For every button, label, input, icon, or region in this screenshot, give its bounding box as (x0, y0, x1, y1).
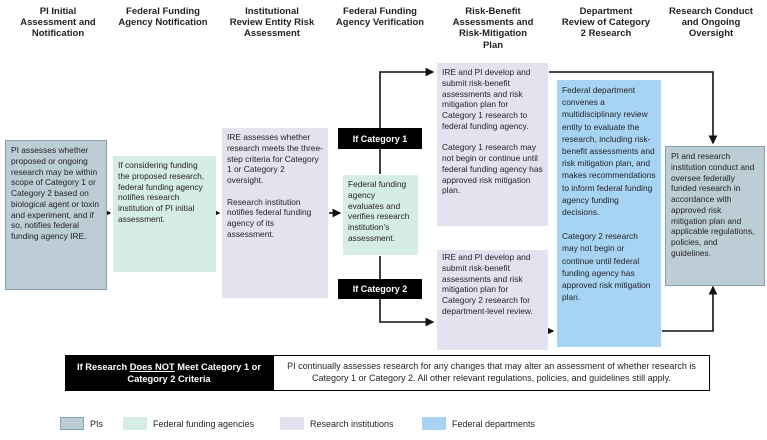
column-header-ffa-notification: Federal Funding Agency Notification (118, 6, 208, 29)
column-header-ffa-verification: Federal Funding Agency Verification (335, 6, 425, 29)
connector-department-to-oversight (662, 285, 718, 332)
column-header-conduct-oversight: Research Conduct and Ongoing Oversight (669, 6, 753, 40)
column-header-ire-risk: Institutional Review Entity Risk Assessm… (229, 6, 315, 40)
connector-cat1-to-oversight (549, 71, 718, 145)
legend-swatch-research-institutions (280, 417, 304, 430)
not-category-criteria-banner: If Research Does NOT Meet Category 1 or … (65, 355, 273, 391)
legend-label-federal-departments: Federal departments (452, 418, 536, 429)
box-category2-risk-benefit: IRE and PI develop and submit risk-benef… (437, 250, 548, 350)
box-ire-assessment: IRE assesses whether research meets the … (222, 128, 328, 298)
label-if-category-1: If Category 1 (338, 128, 422, 149)
label-if-category-2: If Category 2 (338, 279, 422, 299)
legend-item-federal-funding-agencies: Federal funding agencies (123, 416, 254, 431)
column-header-dept-review: Department Review of Category 2 Research (561, 6, 651, 40)
legend-item-research-institutions: Research institutions (280, 416, 394, 431)
connector-category2-path (379, 256, 435, 327)
box-department-review: Federal department convenes a multidisci… (557, 80, 661, 347)
box-ffa-notification: If considering funding the proposed rese… (113, 156, 216, 272)
continual-assessment-note: PI continually assesses research for any… (273, 355, 710, 391)
column-header-risk-benefit: Risk-Benefit Assessments and Risk-Mitiga… (452, 6, 534, 51)
banner-suffix: Meet Category 1 or Category 2 Criteria (127, 361, 261, 384)
legend-label-research-institutions: Research institutions (310, 418, 394, 429)
connector-category1-path (379, 67, 435, 174)
legend-item-federal-departments: Federal departments (422, 416, 535, 431)
box-ffa-verification: Federal funding agency evaluates and ver… (343, 175, 418, 255)
legend-label-pis: PIs (90, 418, 104, 429)
column-header-pi-initial: PI Initial Assessment and Notification (20, 6, 96, 40)
legend-swatch-federal-departments (422, 417, 446, 430)
banner-text: If Research Does NOT Meet Category 1 or … (75, 361, 263, 385)
box-category1-risk-benefit: IRE and PI develop and submit risk-benef… (437, 63, 548, 226)
box-pi-initial-assessment: PI assesses whether proposed or ongoing … (5, 140, 107, 290)
banner-underlined: Does NOT (129, 361, 175, 372)
banner-prefix: If Research (77, 361, 130, 372)
legend-swatch-pis (60, 417, 84, 430)
legend-item-pis: PIs (60, 416, 103, 431)
legend-swatch-federal-funding-agencies (123, 417, 147, 430)
legend-label-federal-funding-agencies: Federal funding agencies (153, 418, 255, 429)
box-conduct-oversight: PI and research institution conduct and … (665, 146, 765, 286)
